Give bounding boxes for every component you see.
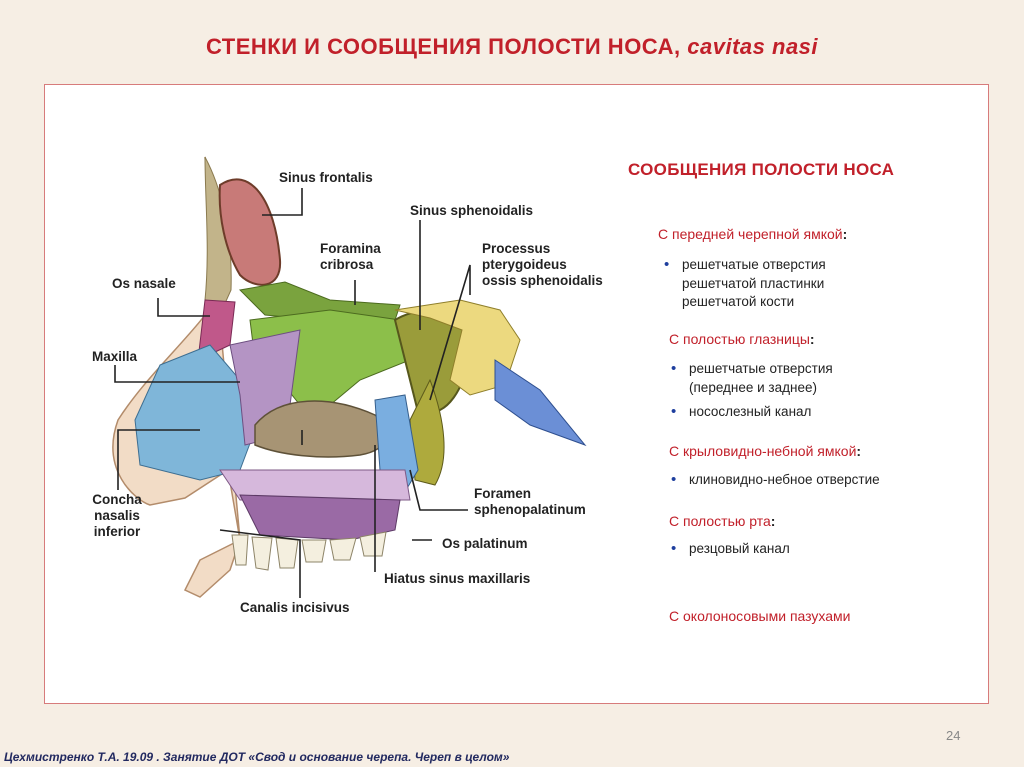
label-concha-line2: nasalis	[94, 508, 140, 523]
label-processus-line3: ossis sphenoidalis	[482, 273, 603, 288]
list-item: клиновидно-небное отверстие	[671, 471, 880, 490]
label-sinus-sphenoidalis: Sinus sphenoidalis	[410, 203, 534, 218]
hard-palate	[219, 469, 411, 501]
colon: :	[809, 331, 815, 347]
list-item-line: (переднее и заднее)	[689, 379, 817, 395]
colon: :	[842, 226, 848, 242]
sinus-frontalis-shape	[218, 178, 282, 286]
colon: :	[770, 513, 776, 529]
section-heading-5: С околоносовыми пазухами	[669, 608, 851, 624]
label-foramen-sphenopalatinum: Foramen sphenopalatinum	[474, 486, 586, 518]
label-hiatus-sinus-maxillaris: Hiatus sinus maxillaris	[384, 571, 531, 586]
label-processus-pterygoideus: Processus pterygoideus ossis sphenoidali…	[482, 241, 603, 289]
label-os-palatinum: Os palatinum	[442, 536, 528, 551]
label-os-nasale: Os nasale	[112, 276, 176, 291]
list-item-line: решетчатой пластинки	[682, 275, 825, 291]
panel-title: СООБЩЕНИЯ ПОЛОСТИ НОСА	[628, 160, 895, 179]
slide-title-main: СТЕНКИ И СООБЩЕНИЯ ПОЛОСТИ НОСА,	[205, 34, 681, 59]
label-foramen-line1: Foramen	[474, 486, 532, 501]
label-processus-line1: Processus	[482, 241, 551, 256]
leader-lines	[114, 188, 471, 598]
list-item-line: решетчатой кости	[682, 294, 795, 309]
cribriform-plate	[238, 281, 401, 321]
page-number: 24	[946, 728, 961, 743]
section-heading-4: С полостью рта:	[669, 513, 775, 529]
pterygoid-shape	[494, 359, 587, 447]
section-heading-2-text: С полостью глазницы	[669, 331, 810, 347]
label-canalis-incisivus: Canalis incisivus	[240, 600, 350, 615]
list-item: решетчатые отверстия (переднее и заднее)	[671, 360, 833, 397]
teeth	[231, 531, 387, 571]
list-item: резцовый канал	[671, 540, 790, 559]
label-concha-line3: inferior	[93, 524, 141, 539]
list-item-line: резцовый канал	[689, 541, 790, 556]
concha-inferior-shape	[254, 400, 388, 458]
list-item-line: решетчатые отверстия	[682, 257, 826, 272]
label-foramina-cribrosa-line2: cribrosa	[320, 257, 374, 272]
section-heading-2: С полостью глазницы:	[669, 331, 815, 347]
list-item-line: клиновидно-небное отверстие	[689, 472, 880, 487]
label-sinus-frontalis: Sinus frontalis	[279, 170, 373, 185]
section-heading-1: С передней черепной ямкой:	[658, 226, 847, 242]
list-item-line: решетчатые отверстия	[689, 361, 833, 376]
label-foramina-cribrosa-line1: Foramina	[320, 241, 381, 256]
footer-credit: Цехмистренко Т.А. 19.09 . Занятие ДОТ «С…	[4, 750, 510, 764]
label-maxilla: Maxilla	[92, 349, 138, 364]
list-item: решетчатые отверстия решетчатой пластинк…	[664, 256, 826, 312]
section-heading-3-text: С крыловидно-небной ямкой	[669, 443, 857, 459]
alveolar-process	[239, 494, 401, 541]
label-processus-line2: pterygoideus	[482, 257, 567, 272]
slide-title-latin: cavitas nasi	[687, 34, 819, 59]
sphenoid-lower	[409, 378, 445, 486]
label-concha-nasalis-inferior: Concha nasalis inferior	[84, 492, 150, 540]
label-foramen-line2: sphenopalatinum	[474, 502, 586, 517]
section-heading-3: С крыловидно-небной ямкой:	[669, 443, 861, 459]
sphenoid-body	[394, 299, 521, 396]
list-item-line: носослезный канал	[689, 404, 812, 419]
label-concha-line1: Concha	[92, 492, 142, 507]
colon: :	[856, 443, 862, 459]
section-heading-4-text: С полостью рта	[669, 513, 771, 529]
label-foramina-cribrosa: Foramina cribrosa	[320, 241, 381, 273]
list-item: носослезный канал	[671, 403, 811, 422]
section-heading-5-text: С околоносовыми пазухами	[669, 608, 851, 624]
section-heading-1-text: С передней черепной ямкой	[658, 226, 843, 242]
slide-title: СТЕНКИ И СООБЩЕНИЯ ПОЛОСТИ НОСА, cavitas…	[0, 34, 1024, 60]
